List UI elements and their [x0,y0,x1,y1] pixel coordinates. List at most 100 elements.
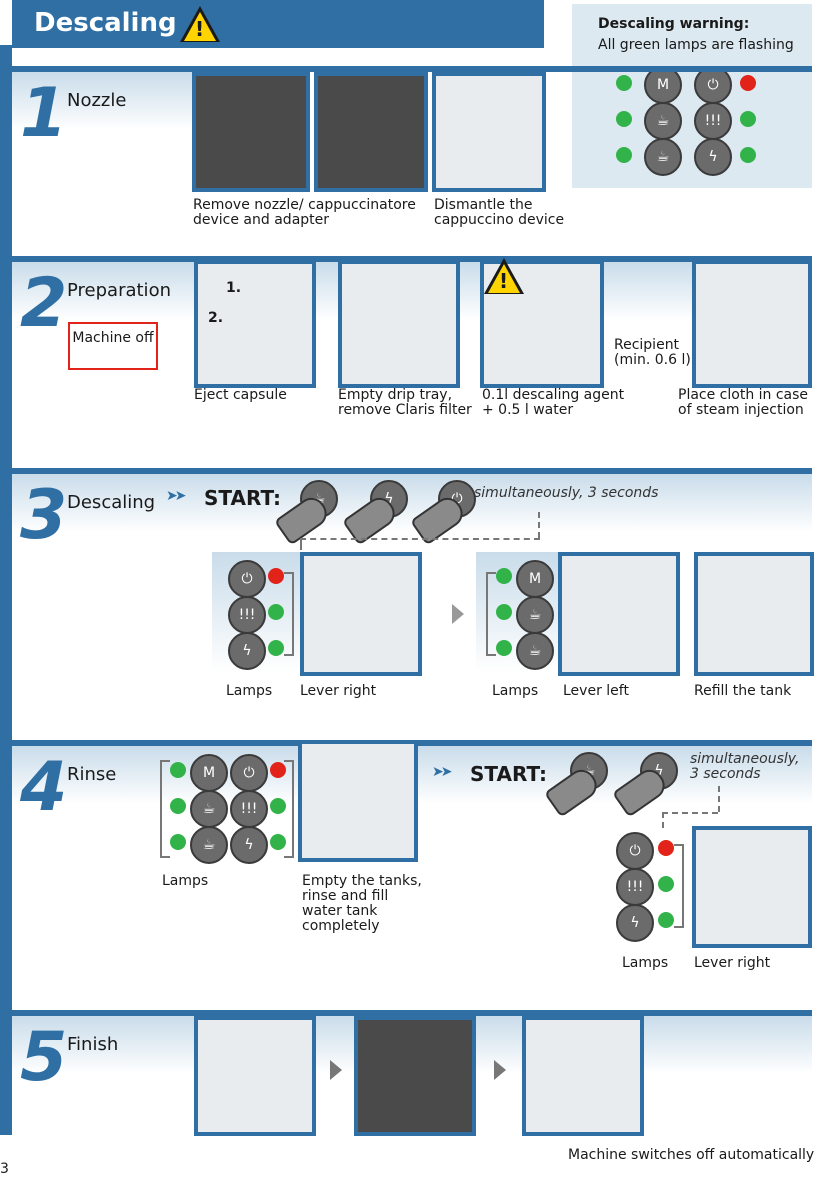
small-cup-lamp-icon: ☕ [516,632,554,670]
connector-line [718,786,720,812]
page-title: Descaling [34,8,177,38]
warning-text: All green lamps are flashing [598,37,794,53]
warning-icon: ! [178,4,222,44]
green-lamp [270,798,286,814]
connector-line [662,812,718,814]
caption: Eject capsule [194,387,287,403]
cup-lamp-icon: ☕ [644,102,682,140]
eject-capsule-photo: 1. 2. [194,260,316,388]
start-label: START: [204,486,282,510]
caption: Lever right [300,683,377,699]
section-title: Descaling [67,492,156,513]
lever-left-photo [558,552,680,676]
section-descaling: 3 Descaling ➤➤ START: ☕ ϟ ⏻ simultaneous… [12,468,814,738]
lever-left-photo [194,1016,316,1136]
step-number: 5 [20,1018,68,1097]
connector-line [300,538,302,550]
power-lamp-icon: ⏻ [230,754,268,792]
caption: Lamps [226,683,273,699]
caption: Refill the tank [694,683,792,699]
green-lamp [496,568,512,584]
step-number: 3 [20,476,68,555]
green-lamp [496,640,512,656]
green-lamp [170,762,186,778]
power-lamp-icon: ⏻ [228,560,266,598]
caption: Dismantle the cappuccino device [434,197,565,228]
warning-icon: ! [482,256,526,296]
machine-off-note: Machine off [68,322,158,370]
power-lamp-icon: ⏻ [616,832,654,870]
next-arrow-icon [452,604,464,624]
m-lamp-icon: M [516,560,554,598]
finish-caption: Machine switches off automatically [568,1147,815,1163]
flashing-green-lamp [616,75,632,91]
arrow-icon: ➤➤ [166,488,187,504]
green-lamp [268,640,284,656]
green-lamp [658,912,674,928]
nozzle-removal-photo [192,72,310,192]
caption: Place cloth in case of steam injection [678,387,809,418]
flashing-green-lamp [740,111,756,127]
step-number: 1 [20,74,68,153]
descaling-warning-box: Descaling warning: All green lamps are f… [572,4,812,188]
nozzle-unscrew-photo [314,72,428,192]
hot-water-lamp-icon: !!! [230,790,268,828]
section-preparation: 2 Preparation 1. 2. ! Recipient (min. 0.… [12,256,812,466]
arrow-icon: ➤➤ [432,764,453,780]
warning-title: Descaling warning: [598,16,750,32]
simultaneously-note: simultaneously, 3 seconds [474,485,659,501]
steam-lamp-icon: ϟ [616,904,654,942]
steam-cloth-photo [692,260,812,388]
steam-lamp-icon: ϟ [228,632,266,670]
step-label: 1. [226,280,242,296]
hot-water-lamp-icon: !!! [228,596,266,634]
hot-water-lamp-icon: !!! [694,102,732,140]
green-lamp [170,834,186,850]
cup-lamp-icon: ☕ [190,790,228,828]
section-title: Rinse [67,764,117,785]
simultaneously-note: simultaneously, 3 seconds [690,751,800,782]
caption: Remove nozzle/ cappuccinatore device and… [193,197,416,228]
step-number: 2 [20,264,68,343]
start-label: START: [470,762,548,786]
section-title: Preparation [67,280,171,301]
refill-tank-photo [694,552,814,676]
step-number: 4 [20,748,68,827]
next-arrow-icon [494,1060,506,1080]
cup-lamp-icon: ☕ [516,596,554,634]
section-title: Nozzle [67,90,127,111]
connector-line [662,812,664,828]
lever-right-photo [692,826,812,948]
hot-water-lamp-icon: !!! [616,868,654,906]
recipient-note: Recipient (min. 0.6 l) [614,337,691,368]
empty-tanks-photo [298,740,418,862]
green-lamp [268,604,284,620]
flashing-green-lamp [616,147,632,163]
connector-line [300,538,540,540]
section-nozzle: 1 Nozzle Remove nozzle/ cappuccinatore d… [12,66,812,246]
caption: Lamps [622,955,669,971]
power-lamp-icon: ⏻ [694,66,732,104]
red-lamp [270,762,286,778]
caption: 0.1l descaling agent + 0.5 l water [482,387,625,418]
page-number: 3 [0,1161,9,1177]
steam-lamp-icon: ϟ [230,826,268,864]
green-lamp [496,604,512,620]
section-rinse: 4 Rinse M ☕ ☕ ⏻ !!! ϟ ➤➤ START: ☕ ϟ simu… [12,740,812,998]
page-header: Descaling ! [12,0,544,48]
caption: Empty drip tray, remove Claris filter [338,387,472,418]
small-cup-lamp-icon: ☕ [644,138,682,176]
lever-right-photo [300,552,422,676]
left-accent-bar [0,45,12,1135]
step-label: 2. [208,310,224,326]
red-lamp [268,568,284,584]
next-arrow-icon [330,1060,342,1080]
steam-lamp-icon: ϟ [694,138,732,176]
flashing-green-lamp [740,147,756,163]
red-lamp [740,75,756,91]
drip-tray-photo [338,260,460,388]
red-lamp [658,840,674,856]
green-lamp [658,876,674,892]
reassemble-nozzle-photo [354,1016,476,1136]
small-cup-lamp-icon: ☕ [190,826,228,864]
